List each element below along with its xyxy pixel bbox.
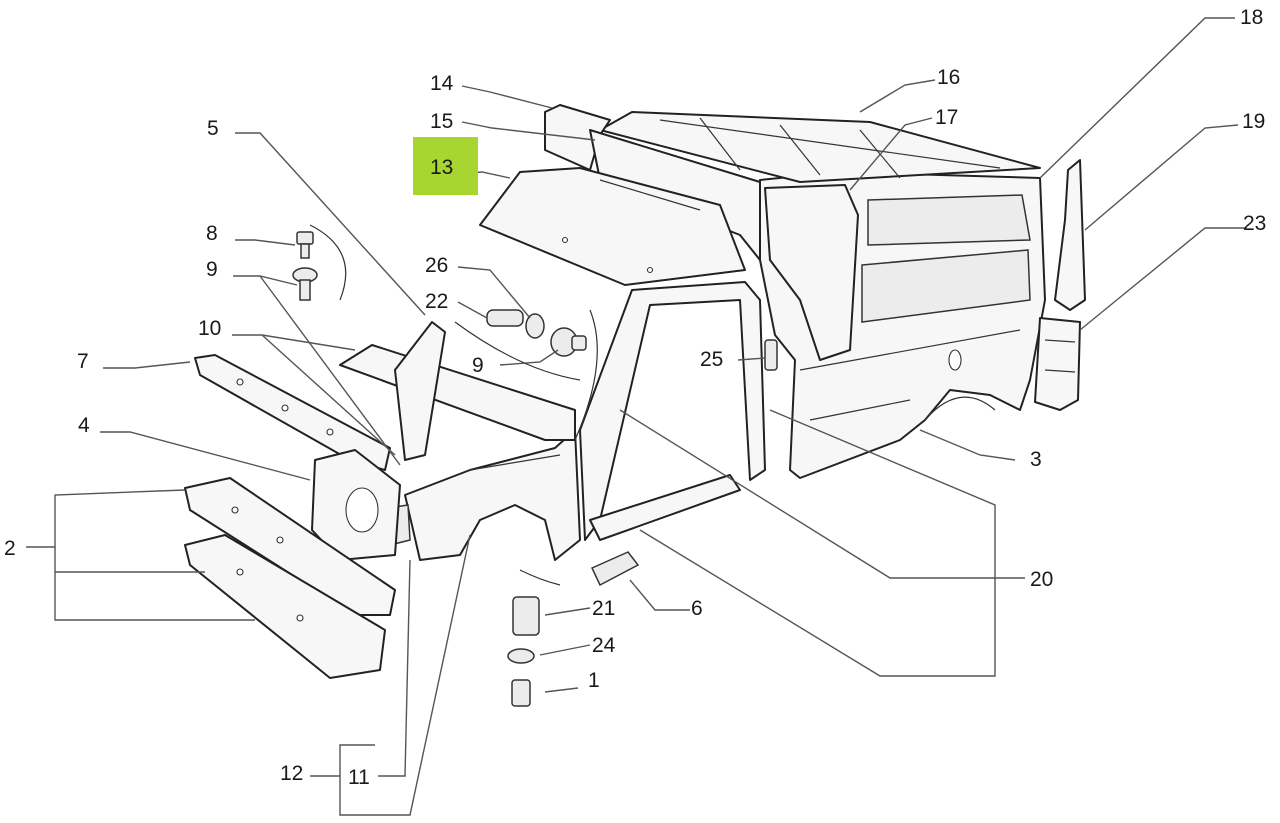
callout-16: 16 xyxy=(937,66,960,89)
callout-5: 5 xyxy=(207,117,219,140)
callout-10: 10 xyxy=(198,317,221,340)
callout-20: 20 xyxy=(1030,568,1053,591)
lower-cross-members xyxy=(184,477,396,679)
callout-1: 1 xyxy=(588,669,600,692)
guide-curves xyxy=(309,224,598,586)
callout-7: 7 xyxy=(77,350,89,373)
upper-cross-member xyxy=(339,344,576,441)
leader-lines xyxy=(26,17,1245,816)
callout-18: 18 xyxy=(1240,6,1263,29)
callout-23: 23 xyxy=(1243,212,1266,235)
callout-9-right: 9 xyxy=(472,354,484,377)
roof-header-pieces xyxy=(544,104,859,361)
callout-21: 21 xyxy=(592,597,615,620)
callout-3: 3 xyxy=(1030,448,1042,471)
highlight-box-13 xyxy=(413,137,478,195)
callout-14: 14 xyxy=(430,72,454,95)
a-pillar-support xyxy=(394,321,446,461)
door-frame xyxy=(579,281,766,541)
rear-pillar xyxy=(1054,159,1086,311)
roof-trim-part-13 xyxy=(479,167,746,286)
callout-17: 17 xyxy=(935,106,958,129)
callout-8: 8 xyxy=(206,222,218,245)
callout-24: 24 xyxy=(592,634,616,657)
callout-25: 25 xyxy=(700,348,723,371)
front-bracket xyxy=(194,354,391,471)
callout-6: 6 xyxy=(691,597,703,620)
callout-2: 2 xyxy=(4,537,16,560)
fasteners xyxy=(292,231,778,707)
rear-corner-panel xyxy=(1034,317,1081,411)
callout-22: 22 xyxy=(425,290,448,313)
headlamp-panel xyxy=(311,449,401,561)
callout-13: 13 xyxy=(430,156,453,179)
callout-12: 12 xyxy=(280,762,303,785)
callout-15: 15 xyxy=(430,110,453,133)
callout-9-left: 9 xyxy=(206,258,218,281)
callout-19: 19 xyxy=(1242,110,1265,133)
callout-11: 11 xyxy=(348,766,370,789)
callout-labels: 1 2 3 4 5 6 7 8 9 9 10 11 12 13 14 15 16… xyxy=(4,6,1266,789)
callout-26: 26 xyxy=(425,254,448,277)
callout-4: 4 xyxy=(78,414,90,437)
